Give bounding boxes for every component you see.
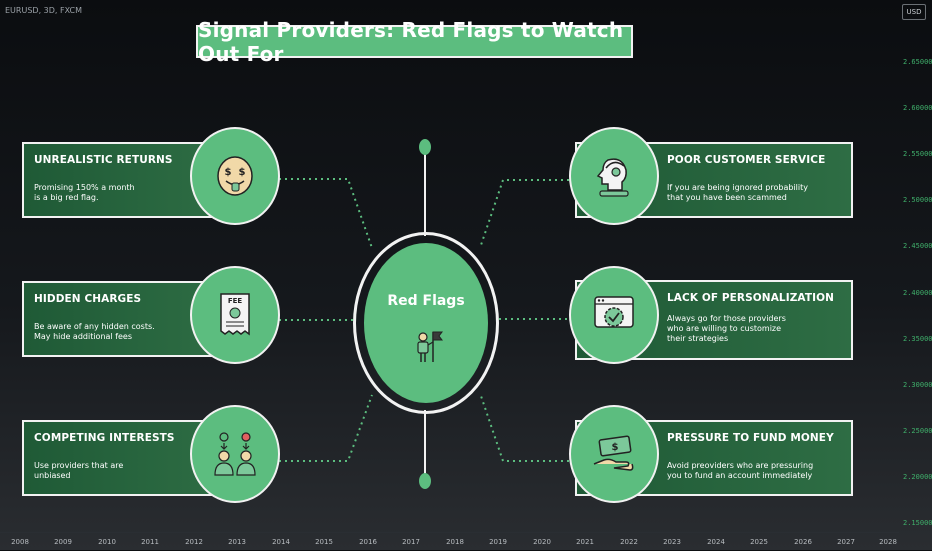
fee-receipt-icon: FEE [220, 293, 250, 336]
money-face-icon: $ $ [217, 156, 253, 196]
card-body: Be aware of any hidden costs. May hide a… [34, 322, 155, 341]
price-axis[interactable]: 2.65000 2.60000 2.55000 2.50000 2.45000 … [899, 0, 932, 532]
price-label: 2.30000 [903, 381, 932, 389]
top-dot [419, 139, 431, 155]
page-title: Signal Providers: Red Flags to Watch Out… [198, 17, 624, 66]
year-label: 2025 [750, 538, 768, 546]
year-label: 2023 [663, 538, 681, 546]
card-body: If you are being ignored probability tha… [667, 183, 808, 202]
card-body: Promising 150% a month is a big red flag… [34, 183, 135, 202]
connector-lines [279, 152, 569, 476]
title-banner: Signal Providers: Red Flags to Watch Out… [196, 18, 633, 66]
badge-competing [190, 405, 280, 503]
year-label: 2019 [489, 538, 507, 546]
year-label: 2018 [446, 538, 464, 546]
hand-money-icon: $ [593, 435, 634, 471]
year-label: 2028 [879, 538, 897, 546]
year-label: 2022 [620, 538, 638, 546]
connector-fund [479, 392, 569, 462]
year-label: 2016 [359, 538, 377, 546]
card-body: Use providers that are unbiased [34, 461, 124, 480]
center-core: Red Flags [364, 243, 488, 403]
connector-competing [279, 394, 373, 462]
price-label: 2.40000 [903, 289, 932, 297]
person-with-flag-icon [417, 331, 443, 362]
badge-customer-service [569, 127, 659, 225]
year-label: 2012 [185, 538, 203, 546]
center-hub: Red Flags [353, 232, 499, 414]
center-label: Red Flags [387, 293, 465, 309]
svg-text:$: $ [225, 167, 232, 178]
currency-button[interactable]: USD [902, 4, 926, 20]
badge-fund-money: $ [569, 405, 659, 503]
card-heading: COMPETING INTERESTS [34, 432, 175, 444]
year-label: 2010 [98, 538, 116, 546]
bottom-dot [419, 473, 431, 489]
svg-text:FEE: FEE [228, 297, 243, 305]
price-label: 2.15000 [903, 519, 932, 527]
card-heading: UNREALISTIC RETURNS [34, 154, 173, 166]
card-body: Always go for those providers who are wi… [667, 314, 786, 343]
year-label: 2008 [11, 538, 29, 546]
year-label: 2013 [228, 538, 246, 546]
year-label: 2009 [54, 538, 72, 546]
badge-unrealistic: $ $ [190, 127, 280, 225]
price-label: 2.65000 [903, 58, 932, 66]
price-label: 2.50000 [903, 196, 932, 204]
time-axis[interactable]: 2008 2009 2010 2011 2012 2013 2014 2015 … [0, 532, 899, 551]
headset-agent-icon [596, 158, 629, 197]
card-heading: POOR CUSTOMER SERVICE [667, 154, 826, 166]
price-label: 2.60000 [903, 104, 932, 112]
year-label: 2014 [272, 538, 290, 546]
card-heading: PRESSURE TO FUND MONEY [667, 432, 834, 444]
year-label: 2017 [402, 538, 420, 546]
svg-text:$: $ [239, 167, 246, 178]
year-label: 2011 [141, 538, 159, 546]
connector-customer [479, 179, 569, 249]
symbol-label: EURUSD, 3D, FXCM [5, 6, 82, 15]
badge-hidden-charges: FEE [190, 266, 280, 364]
card-heading: LACK OF PERSONALIZATION [667, 292, 835, 304]
card-body: Avoid preoviders who are pressuring you … [667, 461, 814, 480]
price-label: 2.55000 [903, 150, 932, 158]
price-label: 2.25000 [903, 427, 932, 435]
badge-personalization [569, 266, 659, 364]
svg-text:$: $ [612, 442, 619, 453]
competing-people-icon [214, 432, 256, 476]
year-label: 2020 [533, 538, 551, 546]
card-heading: HIDDEN CHARGES [34, 293, 142, 305]
year-label: 2021 [576, 538, 594, 546]
browser-gear-icon [594, 296, 634, 328]
year-label: 2027 [837, 538, 855, 546]
connector-unrealistic [279, 178, 373, 249]
year-label: 2015 [315, 538, 333, 546]
price-label: 2.45000 [903, 242, 932, 250]
price-label: 2.35000 [903, 335, 932, 343]
year-label: 2026 [794, 538, 812, 546]
year-label: 2024 [707, 538, 725, 546]
price-label: 2.20000 [903, 473, 932, 481]
